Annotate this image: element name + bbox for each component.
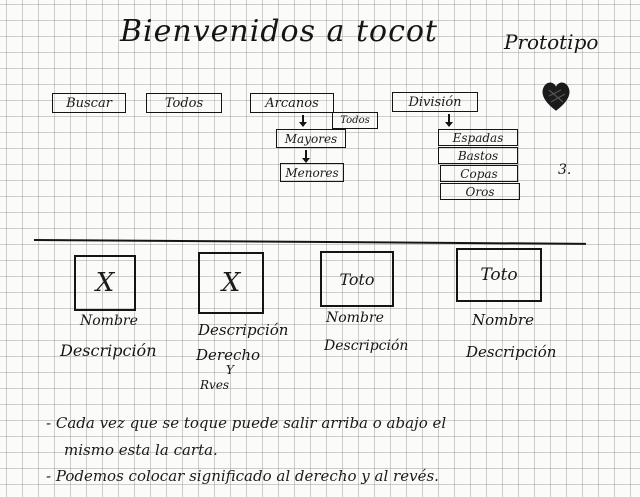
note-line: - Cada vez que se toque puede salir arri… (46, 414, 447, 432)
nav-division-button[interactable]: División (392, 92, 478, 112)
card-name: Nombre (80, 313, 138, 329)
card-description: Derecho (196, 346, 261, 364)
side-number: 3. (558, 162, 572, 178)
heart-icon (542, 82, 570, 111)
card-image[interactable]: X (198, 252, 264, 314)
card-image-label: Toto (339, 269, 375, 289)
card-name: Nombre (326, 310, 384, 326)
card-image-label: X (95, 268, 115, 298)
division-oros-option[interactable]: Oros (440, 183, 520, 200)
card-name: Nombre (472, 311, 535, 329)
arrow-down-icon (445, 114, 452, 127)
card-description: Descripción (466, 343, 557, 361)
division-espadas-option[interactable]: Espadas (438, 129, 518, 146)
arcanos-todos-option[interactable]: Todos (332, 112, 378, 129)
division-bastos-option[interactable]: Bastos (438, 147, 518, 164)
arrow-down-icon (302, 150, 309, 163)
note-line: - Podemos colocar significado al derecho… (46, 467, 439, 485)
card-image[interactable]: X (74, 255, 136, 311)
card-name: Descripción (198, 321, 289, 339)
card-description: Descripción (60, 341, 157, 360)
nav-buscar-button[interactable]: Buscar (52, 93, 126, 113)
card-image-label: X (221, 268, 241, 298)
division-copas-option[interactable]: Copas (440, 165, 518, 182)
card-connector: Y (226, 363, 234, 377)
page-title: Bienvenidos a tocot (120, 14, 438, 49)
card-image-label: Toto (480, 265, 518, 285)
arcanos-mayores-option[interactable]: Mayores (276, 129, 346, 148)
card-image[interactable]: Toto (320, 251, 394, 307)
note-line: mismo esta la carta. (64, 441, 218, 459)
prototype-label: Prototipo (504, 30, 599, 54)
card-reverse-label: Rves (200, 378, 230, 392)
nav-arcanos-button[interactable]: Arcanos (250, 93, 334, 113)
arrow-down-icon (299, 115, 306, 127)
arcanos-menores-option[interactable]: Menores (280, 163, 344, 182)
card-image[interactable]: Toto (456, 248, 542, 302)
card-description: Descripción (324, 338, 409, 354)
nav-todos-button[interactable]: Todos (146, 93, 222, 113)
